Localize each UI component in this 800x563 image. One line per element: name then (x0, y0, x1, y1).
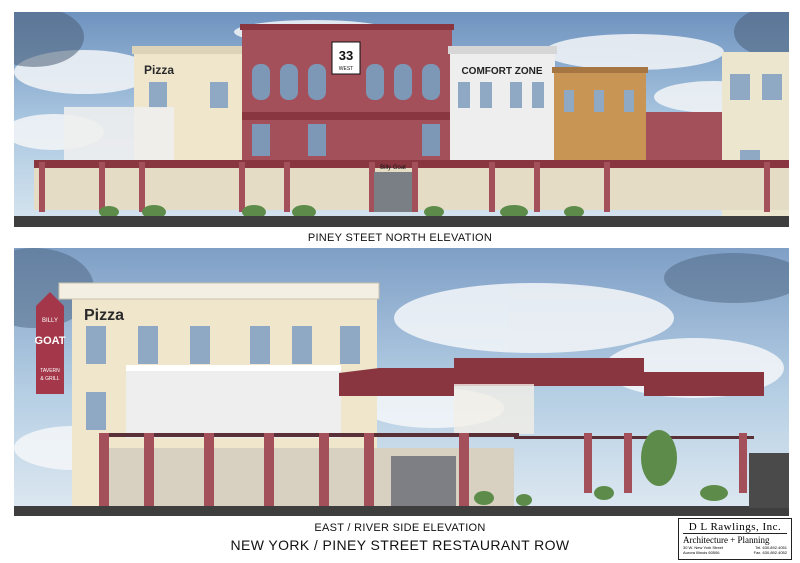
pizza-sign-top: Pizza (144, 63, 174, 77)
sign-west: WEST (339, 66, 353, 72)
shrubs (99, 205, 584, 219)
sign-33: 33 (339, 48, 353, 63)
east-elevation-svg: Pizza BILLY GOAT TAVERN & GRILL (14, 248, 789, 516)
ground (14, 216, 789, 227)
ground (14, 506, 789, 516)
shrubs (474, 430, 728, 506)
dark-clouds (14, 12, 789, 67)
blade-tavern: TAVERN (40, 368, 60, 374)
firm-title-block: D L Rawlings, Inc. Architecture + Planni… (678, 518, 792, 560)
retaining-wall (749, 453, 789, 508)
comfort-zone-building: COMFORT ZONE (448, 46, 557, 162)
firm-name: D L Rawlings, Inc. (688, 521, 782, 533)
firm-tagline: Architecture + Planning (683, 533, 787, 545)
covered-walkway (339, 358, 764, 434)
east-elevation-caption: EAST / RIVER SIDE ELEVATION (314, 522, 486, 534)
billy-goat-blade-sign: BILLY GOAT TAVERN & GRILL (35, 292, 66, 394)
blade-grill: & GRILL (40, 376, 59, 382)
comfort-zone-sign: COMFORT ZONE (461, 66, 542, 77)
firm-address-2: Aurora Illinois 60506 (683, 550, 720, 555)
porch-band: Billy Goat (34, 107, 789, 212)
north-elevation-caption: PINEY STEET NORTH ELEVATION (307, 232, 493, 244)
firm-address-1: 30 W. New York Street (683, 545, 724, 550)
drawing-title: NEW YORK / PINEY STREET RESTAURANT ROW (230, 537, 570, 553)
firm-fax: Fax. 630.892.4052 (753, 550, 787, 555)
blade-goat: GOAT (35, 335, 66, 347)
billy-goat-sign-top: Billy Goat (380, 165, 406, 171)
firm-tel: Tel. 630.892.4051 (755, 545, 787, 550)
deck (99, 433, 754, 510)
blade-billy: BILLY (42, 318, 58, 324)
north-elevation-drawing: Pizza 33 WEST (14, 12, 789, 227)
33-west-building: 33 WEST (240, 24, 454, 162)
north-elevation-svg: Pizza 33 WEST (14, 12, 789, 227)
pizza-sign-bottom: Pizza (84, 307, 124, 324)
east-elevation-drawing: Pizza BILLY GOAT TAVERN & GRILL (14, 248, 789, 516)
tan-building (552, 67, 648, 162)
